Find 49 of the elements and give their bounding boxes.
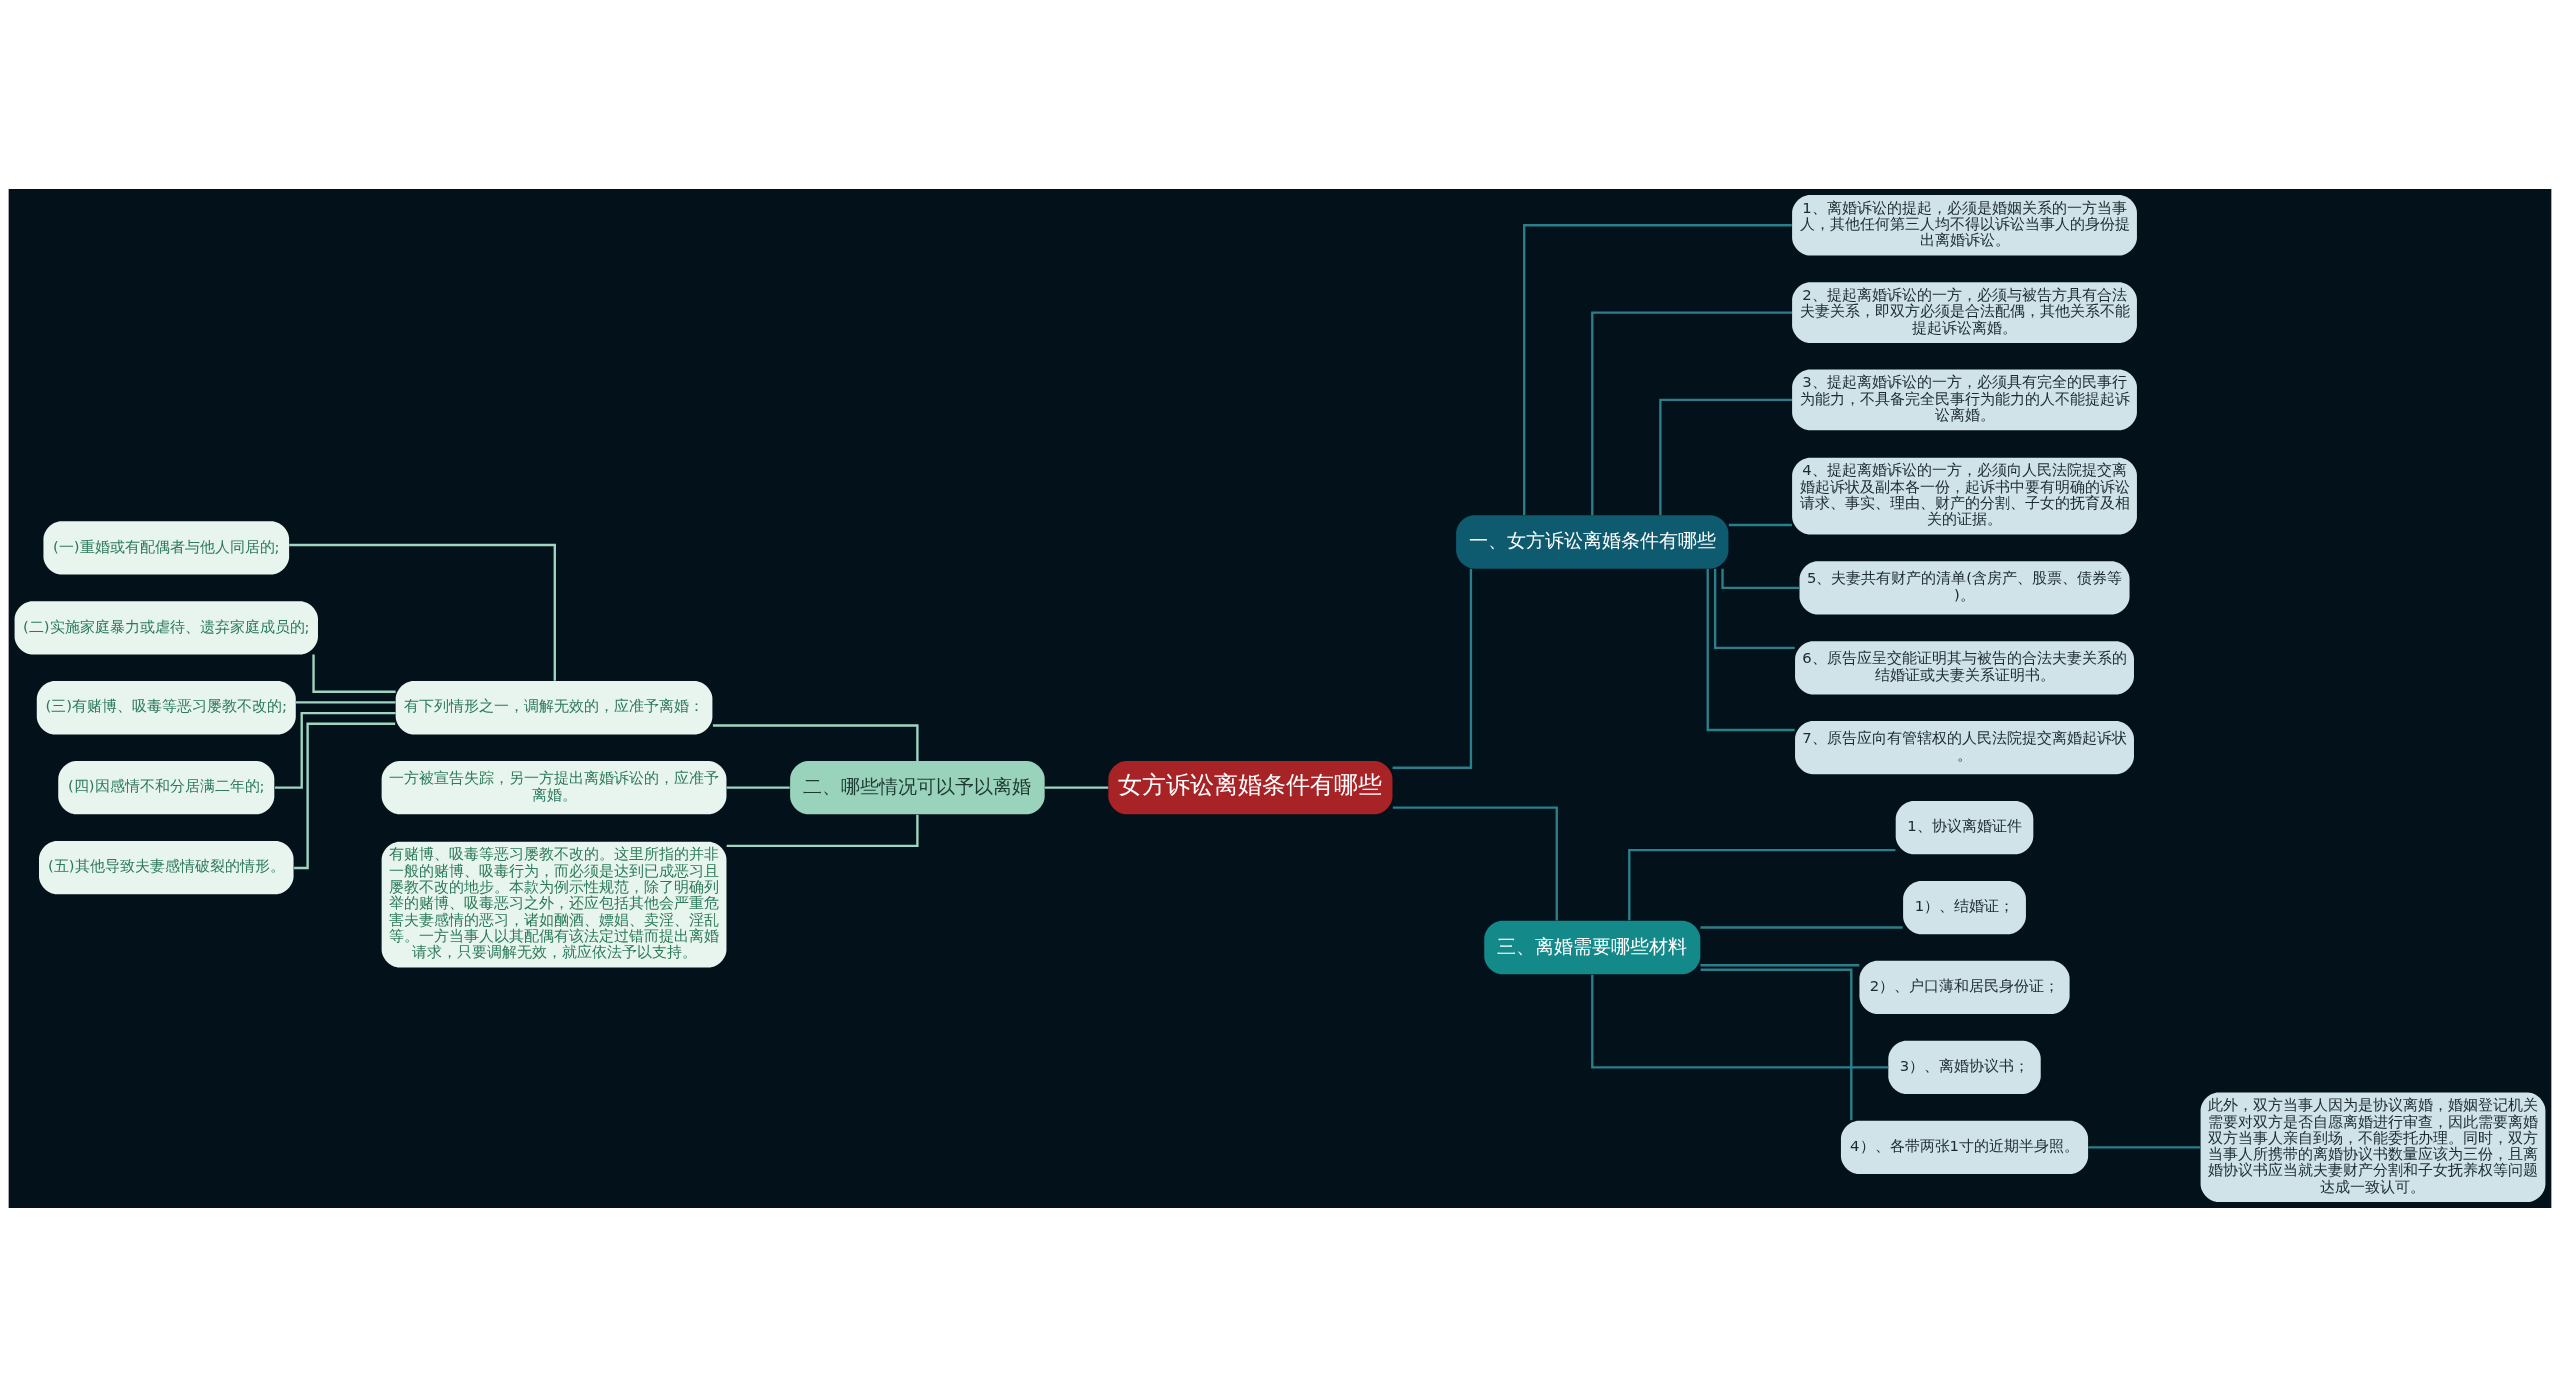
connector: [312, 654, 396, 693]
node-box: 有下列情形之一，调解无效的，应准予离婚：: [395, 681, 713, 735]
connector: [2088, 1146, 2201, 1149]
node-box: 1、协议离婚证件: [1895, 801, 2034, 855]
node-box: 二、哪些情况可以予以离婚: [790, 761, 1045, 815]
connector: [295, 701, 396, 704]
connector: [294, 722, 396, 870]
connector: [726, 786, 790, 789]
connector: [1659, 398, 1792, 516]
connector: [1591, 311, 1792, 516]
connector: [726, 814, 919, 848]
node-box: (三)有赌博、吸毒等恶习屡教不改的;: [36, 681, 296, 735]
node-box: 2）、户口薄和居民身份证；: [1859, 960, 2070, 1015]
connector: [1392, 806, 1558, 921]
node-box: 5、夫妻共有财产的清单(含房产、股票、债券等)。: [1799, 561, 2130, 615]
connector: [1591, 974, 1889, 1069]
node-box: 4）、各带两张1寸的近期半身照。: [1840, 1120, 2089, 1174]
connector: [1523, 224, 1792, 515]
node-box: (四)因感情不和分居满二年的;: [58, 761, 275, 815]
node-box: (二)实施家庭暴力或虐待、遗弃家庭成员的;: [14, 601, 318, 655]
node-box: 7、原告应向有管辖权的人民法院提交离婚起诉状。: [1795, 721, 2134, 775]
node-box: 1、离婚诉讼的提起，必须是婚姻关系的一方当事人，其他任何第三人均不得以诉讼当事人的身份提出离婚诉讼。: [1792, 194, 2137, 256]
connector: [1392, 568, 1473, 769]
node-box: 4、提起离婚诉讼的一方，必须向人民法院提交离婚起诉状及副本各一份，起诉书中要有明确的诉讼请求、事实、理由、财产的分割、子女的抚育及相关的证据。: [1792, 457, 2137, 535]
connector: [1628, 848, 1896, 921]
connector: [274, 711, 396, 789]
connector: [1713, 568, 1795, 649]
node-box: 6、原告应呈交能证明其与被告的合法夫妻关系的结婚证或夫妻关系证明书。: [1795, 641, 2134, 695]
node-box: 一、女方诉讼离婚条件有哪些: [1456, 515, 1729, 569]
node-box: (五)其他导致夫妻感情破裂的情形。: [39, 840, 294, 895]
node-box: 1）、结婚证；: [1903, 880, 2026, 935]
connector: [1700, 926, 1903, 929]
connector: [1706, 568, 1795, 732]
node-box: (一)重婚或有配偶者与他人同居的;: [43, 521, 290, 575]
connector: [1700, 968, 1853, 1121]
node-box: 3）、离婚协议书；: [1888, 1040, 2041, 1095]
connector: [1700, 964, 1860, 967]
node-box: 一方被宣告失踪，另一方提出离婚诉讼的，应准予离婚。: [381, 761, 727, 815]
node-box: 2、提起离婚诉讼的一方，必须与被告方具有合法夫妻关系，即双方必须是合法配偶，其他关系不能提起诉讼离婚。: [1792, 282, 2137, 343]
connector: [1721, 568, 1800, 590]
connector: [712, 724, 919, 761]
node-box: 此外，双方当事人因为是协议离婚，婚姻登记机关需要对双方是否自愿离婚进行审查，因此需要离婚双方当事人亲自到场，不能委托办理。同时，双方当事人所携带的离婚协议书数量应该为三份，且离婚协议书应当就夫妻财产分割和子女抚养权等问题达成一致认可。: [2200, 1092, 2546, 1203]
node-box: 3、提起离婚诉讼的一方，必须具有完全的民事行为能力，不具备完全民事行为能力的人不能提起诉讼离婚。: [1792, 369, 2137, 431]
node-box: 有赌博、吸毒等恶习屡教不改的。这里所指的并非一般的赌博、吸毒行为，而必须是达到已成恶习且屡教不改的地步。本款为例示性规范，除了明确列举的赌博、吸毒恶习之外，还应包括其他会严重危害夫妻感情的恶习，诸如酗酒、嫖娼、卖淫、淫乱等。一方当事人以其配偶有该法定过错而提出离婚请求，只要调解无效，就应依法予以支持。: [381, 841, 727, 968]
node-box: 女方诉讼离婚条件有哪些: [1108, 761, 1393, 815]
connector: [1044, 786, 1109, 789]
connector: [1728, 523, 1792, 527]
node-box: 三、离婚需要哪些材料: [1484, 920, 1701, 975]
connector: [289, 543, 556, 681]
